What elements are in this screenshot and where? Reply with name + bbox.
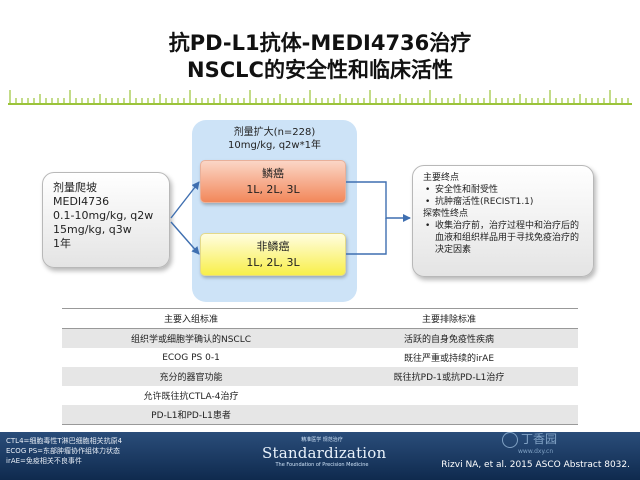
primary-endpoint-list: 安全性和耐受性 抗肿瘤活性(RECIST1.1) — [423, 184, 583, 208]
exclusion-cell: 既往严重或持续的irAE — [403, 354, 495, 364]
abbreviation-line: CTL4=细胞毒性T淋巴细胞相关抗原4 — [6, 437, 123, 445]
squamous-lines: 1L, 2L, 3L — [246, 183, 300, 196]
standardization-logo: 精准医学 规范治疗 Standardization The Foundation… — [262, 437, 387, 469]
slide-title: 抗PD-L1抗体-MEDI4736治疗 NSCLC的安全性和临床活性 — [0, 30, 640, 84]
ruler-divider — [8, 90, 632, 105]
nonsquamous-label: 非鳞癌 — [256, 240, 290, 253]
citation: Rizvi NA, et al. 2015 ASCO Abstract 8032… — [441, 460, 630, 470]
abbreviation-line: ECOG PS=东部肿瘤协作组体力状态 — [6, 447, 120, 455]
dose-expansion-schedule: 10mg/kg, q2w*1年 — [228, 140, 321, 151]
inclusion-cell: PD-L1和PD-L1患者 — [62, 405, 320, 425]
dose-expansion-n: 剂量扩大(n=228) — [233, 127, 316, 138]
dose-escalation-line: 15mg/kg, q3w — [53, 223, 132, 236]
dose-escalation-line: MEDI4736 — [53, 195, 110, 208]
exploratory-endpoint-title: 探索性终点 — [423, 209, 469, 219]
nonsquamous-cohort-box: 非鳞癌 1L, 2L, 3L — [200, 233, 346, 276]
exclusion-header: 主要排除标准 — [320, 308, 578, 329]
watermark-url: www.dxy.cn — [518, 447, 554, 455]
table-row: PD-L1和PD-L1患者 — [62, 405, 578, 425]
brand-subtitle: The Foundation of Precision Medicine — [275, 462, 369, 468]
dose-escalation-line: 剂量爬坡 — [53, 181, 97, 194]
brand-name: Standardization — [262, 444, 387, 462]
dose-escalation-box: 剂量爬坡 MEDI4736 0.1-10mg/kg, q2w 15mg/kg, … — [42, 172, 170, 268]
watermark-name: 丁香园 — [521, 432, 558, 446]
inclusion-cell: ECOG PS 0-1 — [162, 352, 220, 363]
primary-endpoint-item: 抗肿瘤活性(RECIST1.1) — [425, 196, 583, 208]
inclusion-cell: 充分的器官功能 — [62, 367, 320, 386]
table-row: 允许既往抗CTLA-4治疗 — [62, 386, 578, 405]
title-line-1: 抗PD-L1抗体-MEDI4736治疗 — [168, 31, 472, 55]
squamous-label: 鳞癌 — [262, 167, 284, 180]
inclusion-header: 主要入组标准 — [62, 308, 320, 329]
nonsquamous-lines: 1L, 2L, 3L — [246, 256, 300, 269]
exploratory-endpoint-item: 收集治疗前，治疗过程中和治疗后的血液和组织样品用于寻找免疫治疗的决定因素 — [425, 220, 583, 256]
title-line-2: NSCLC的安全性和临床活性 — [187, 58, 453, 82]
dxy-watermark: 丁香园 www.dxy.cn — [502, 430, 557, 455]
exploratory-endpoint-list: 收集治疗前，治疗过程中和治疗后的血液和组织样品用于寻找免疫治疗的决定因素 — [423, 220, 583, 256]
inclusion-cell: 允许既往抗CTLA-4治疗 — [143, 392, 239, 402]
table-row: 充分的器官功能 既往抗PD-1或抗PD-L1治疗 — [62, 367, 578, 386]
dose-escalation-line: 0.1-10mg/kg, q2w — [53, 209, 154, 222]
dose-expansion-title: 剂量扩大(n=228) 10mg/kg, q2w*1年 — [192, 126, 357, 152]
endpoints-box: 主要终点 安全性和耐受性 抗肿瘤活性(RECIST1.1) 探索性终点 收集治疗… — [412, 165, 594, 277]
exclusion-cell: 活跃的自身免疫性疾病 — [320, 328, 578, 348]
table-row: 组织学或细胞学确认的NSCLC 活跃的自身免疫性疾病 — [62, 328, 578, 348]
brand-tagline: 精准医学 规范治疗 — [301, 437, 343, 443]
primary-endpoint-title: 主要终点 — [423, 173, 460, 183]
exclusion-cell: 既往抗PD-1或抗PD-L1治疗 — [320, 367, 578, 386]
criteria-table: 主要入组标准 主要排除标准 组织学或细胞学确认的NSCLC 活跃的自身免疫性疾病… — [62, 308, 578, 425]
dxy-logo-icon — [502, 431, 518, 448]
abbreviation-line: irAE=免疫相关不良事件 — [6, 457, 82, 465]
exclusion-cell — [320, 386, 578, 405]
dose-escalation-line: 1年 — [53, 237, 71, 250]
criteria-header-row: 主要入组标准 主要排除标准 — [62, 308, 578, 329]
abbreviation-notes: CTL4=细胞毒性T淋巴细胞相关抗原4 ECOG PS=东部肿瘤协作组体力状态 … — [6, 436, 122, 466]
squamous-cohort-box: 鳞癌 1L, 2L, 3L — [200, 160, 346, 203]
table-row: ECOG PS 0-1 既往严重或持续的irAE — [62, 348, 578, 367]
inclusion-cell: 组织学或细胞学确认的NSCLC — [62, 328, 320, 348]
footer-bar — [0, 432, 640, 480]
primary-endpoint-item: 安全性和耐受性 — [425, 184, 583, 196]
exclusion-cell — [320, 405, 578, 425]
